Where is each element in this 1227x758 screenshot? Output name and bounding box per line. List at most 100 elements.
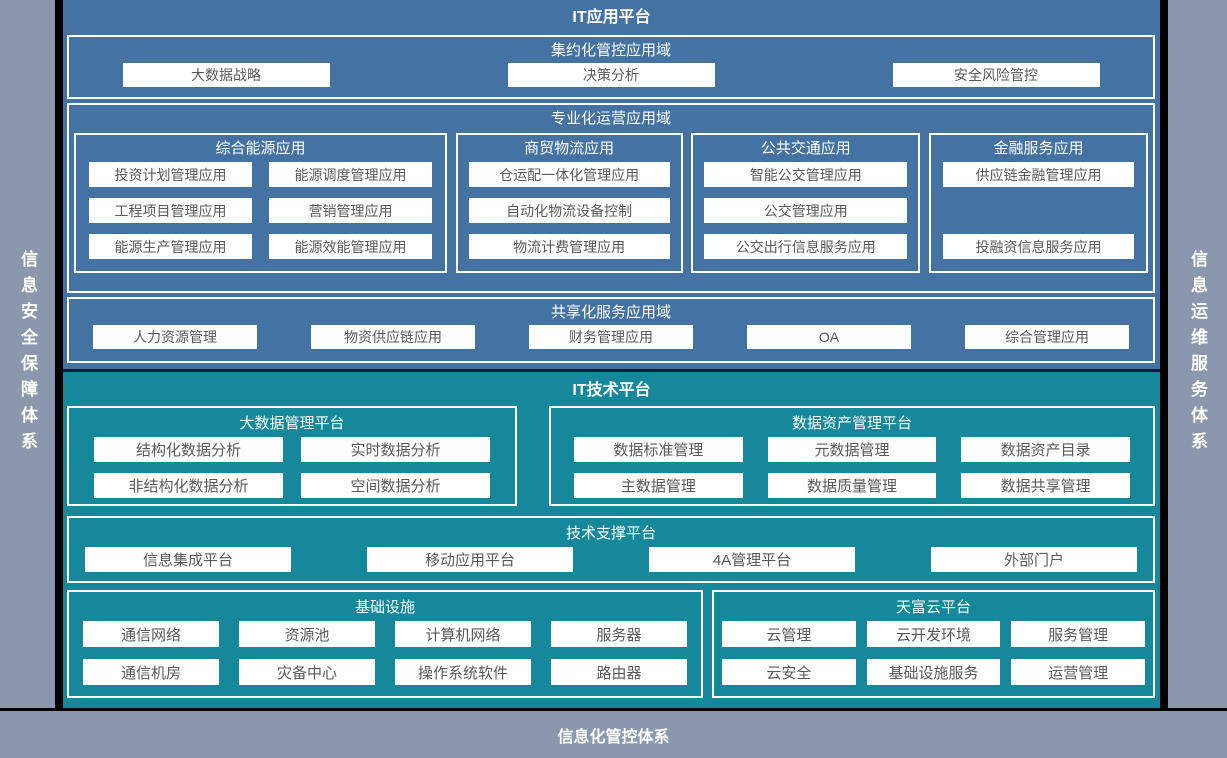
finance-group-items: 供应链金融管理应用 投融资信息服务应用 bbox=[942, 162, 1134, 259]
ops-service-pillar: 信息运维服务体系 bbox=[1168, 0, 1227, 708]
app-item-marketing-mgmt: 营销管理应用 bbox=[269, 198, 432, 223]
app-item-automated-logistics: 自动化物流设备控制 bbox=[468, 198, 670, 223]
tech-item-router: 路由器 bbox=[551, 659, 687, 685]
energy-group-items: 投资计划管理应用 能源调度管理应用 工程项目管理应用 营销管理应用 能源生产管理… bbox=[89, 162, 432, 259]
app-item-decision-analysis: 决策分析 bbox=[507, 63, 715, 87]
app-item-smart-bus: 智能公交管理应用 bbox=[704, 162, 908, 187]
tech-item-computer-network: 计算机网络 bbox=[395, 621, 531, 647]
tech-support-platform: 技术支撑平台 信息集成平台 移动应用平台 4A管理平台 外部门户 bbox=[67, 516, 1155, 583]
ops-service-label: 信息运维服务体系 bbox=[1188, 250, 1207, 458]
tech-item-operation-mgmt: 运营管理 bbox=[1011, 659, 1145, 685]
transit-group-title: 公共交通应用 bbox=[760, 140, 851, 157]
app-item-hr-mgmt: 人力资源管理 bbox=[93, 325, 257, 349]
tech-item-structured-analysis: 结构化数据分析 bbox=[94, 437, 283, 462]
app-item-oa: OA bbox=[747, 325, 911, 349]
app-item-bus-travel-info: 公交出行信息服务应用 bbox=[704, 234, 908, 259]
info-governance-label: 信息化管控体系 bbox=[557, 728, 670, 746]
info-governance-bar: 信息化管控体系 bbox=[0, 708, 1227, 758]
bigdata-items: 结构化数据分析 实时数据分析 非结构化数据分析 空间数据分析 bbox=[94, 437, 490, 498]
security-assurance-label: 信息安全保障体系 bbox=[18, 250, 37, 458]
left-black-divider bbox=[55, 0, 63, 708]
financial-service-group: 金融服务应用 供应链金融管理应用 投融资信息服务应用 bbox=[928, 133, 1148, 273]
energy-group-title: 综合能源应用 bbox=[215, 140, 306, 157]
tech-item-disaster-recovery: 灾备中心 bbox=[239, 659, 375, 685]
tech-item-service-mgmt: 服务管理 bbox=[1011, 621, 1145, 647]
app-item-material-supply-chain: 物资供应链应用 bbox=[311, 325, 475, 349]
tech-row-data: 大数据管理平台 结构化数据分析 实时数据分析 非结构化数据分析 空间数据分析 数… bbox=[67, 406, 1155, 506]
app-item-logistics-billing: 物流计费管理应用 bbox=[468, 234, 670, 259]
data-asset-platform: 数据资产管理平台 数据标准管理 元数据管理 数据资产目录 主数据管理 数据质量管… bbox=[549, 406, 1155, 506]
app-item-supply-chain-finance: 供应链金融管理应用 bbox=[942, 162, 1134, 187]
tech-item-cloud-security: 云安全 bbox=[722, 659, 856, 685]
professional-operation-domain-title: 专业化运营应用域 bbox=[550, 110, 671, 127]
main-panel: IT应用平台 集约化管控应用域 大数据战略 决策分析 安全风险管控 专业化运营应… bbox=[63, 0, 1160, 708]
cloud-platform-items: 云管理 云开发环境 服务管理 云安全 基础设施服务 运营管理 bbox=[722, 621, 1145, 685]
app-item-engineering-project: 工程项目管理应用 bbox=[89, 198, 252, 223]
platform-divider bbox=[63, 369, 1160, 372]
tech-item-comm-room: 通信机房 bbox=[83, 659, 219, 685]
tech-item-master-data: 主数据管理 bbox=[574, 473, 743, 498]
app-item-investment-financing-info: 投融资信息服务应用 bbox=[942, 234, 1134, 259]
tech-item-unstructured-analysis: 非结构化数据分析 bbox=[94, 473, 283, 498]
app-item-energy-production: 能源生产管理应用 bbox=[89, 234, 252, 259]
tech-item-os-software: 操作系统软件 bbox=[395, 659, 531, 685]
tech-support-items: 信息集成平台 移动应用平台 4A管理平台 外部门户 bbox=[69, 547, 1153, 572]
public-transit-group: 公共交通应用 智能公交管理应用 公交管理应用 公交出行信息服务应用 bbox=[691, 133, 921, 273]
logistics-application-group: 商贸物流应用 仓运配一体化管理应用 自动化物流设备控制 物流计费管理应用 bbox=[455, 133, 683, 273]
tech-item-external-portal: 外部门户 bbox=[931, 547, 1137, 572]
infrastructure-items: 通信网络 资源池 计算机网络 服务器 通信机房 灾备中心 操作系统软件 路由器 bbox=[83, 621, 687, 685]
tech-item-spatial-analysis: 空间数据分析 bbox=[301, 473, 490, 498]
shared-service-domain-title: 共享化服务应用域 bbox=[550, 304, 671, 321]
tech-item-data-quality: 数据质量管理 bbox=[767, 473, 937, 498]
infrastructure-panel: 基础设施 通信网络 资源池 计算机网络 服务器 通信机房 灾备中心 操作系统软件… bbox=[67, 590, 703, 698]
app-item-finance-mgmt: 财务管理应用 bbox=[529, 325, 693, 349]
tech-item-metadata-mgmt: 元数据管理 bbox=[767, 437, 937, 462]
logistics-group-title: 商贸物流应用 bbox=[524, 140, 615, 157]
tech-platform-title: IT技术平台 bbox=[572, 382, 651, 399]
data-asset-items: 数据标准管理 元数据管理 数据资产目录 主数据管理 数据质量管理 数据共享管理 bbox=[574, 437, 1130, 498]
app-item-warehouse-transport: 仓运配一体化管理应用 bbox=[468, 162, 670, 187]
tech-item-server: 服务器 bbox=[551, 621, 687, 647]
tech-item-resource-pool: 资源池 bbox=[239, 621, 375, 647]
tech-item-data-sharing: 数据共享管理 bbox=[961, 473, 1130, 498]
shared-service-items: 人力资源管理 物资供应链应用 财务管理应用 OA 综合管理应用 bbox=[69, 325, 1153, 349]
tech-item-cloud-mgmt: 云管理 bbox=[722, 621, 856, 647]
tech-item-infra-service: 基础设施服务 bbox=[866, 659, 1001, 685]
transit-group-items: 智能公交管理应用 公交管理应用 公交出行信息服务应用 bbox=[704, 162, 908, 259]
app-platform-section: IT应用平台 集约化管控应用域 大数据战略 决策分析 安全风险管控 专业化运营应… bbox=[63, 0, 1160, 369]
centralized-control-domain-title: 集约化管控应用域 bbox=[550, 42, 671, 59]
tech-row-infrastructure: 基础设施 通信网络 资源池 计算机网络 服务器 通信机房 灾备中心 操作系统软件… bbox=[67, 590, 1155, 698]
logistics-group-items: 仓运配一体化管理应用 自动化物流设备控制 物流计费管理应用 bbox=[468, 162, 670, 259]
centralized-control-items: 大数据战略 决策分析 安全风险管控 bbox=[69, 63, 1153, 87]
app-item-security-risk-control: 安全风险管控 bbox=[892, 63, 1100, 87]
tech-item-mobile-platform: 移动应用平台 bbox=[367, 547, 573, 572]
app-item-general-mgmt: 综合管理应用 bbox=[965, 325, 1129, 349]
app-item-energy-efficiency: 能源效能管理应用 bbox=[269, 234, 432, 259]
bigdata-platform-title: 大数据管理平台 bbox=[239, 415, 345, 432]
tech-item-integration-platform: 信息集成平台 bbox=[85, 547, 291, 572]
tech-item-data-asset-catalog: 数据资产目录 bbox=[961, 437, 1130, 462]
professional-operation-domain: 专业化运营应用域 综合能源应用 投资计划管理应用 能源调度管理应用 工程项目管理… bbox=[67, 103, 1155, 293]
centralized-control-domain: 集约化管控应用域 大数据战略 决策分析 安全风险管控 bbox=[67, 35, 1155, 99]
app-platform-title: IT应用平台 bbox=[572, 9, 651, 26]
professional-groups: 综合能源应用 投资计划管理应用 能源调度管理应用 工程项目管理应用 营销管理应用… bbox=[74, 133, 1148, 273]
tech-item-4a-platform: 4A管理平台 bbox=[649, 547, 855, 572]
tech-support-platform-title: 技术支撑平台 bbox=[565, 525, 656, 542]
infrastructure-title: 基础设施 bbox=[354, 599, 415, 616]
cloud-platform-panel: 天富云平台 云管理 云开发环境 服务管理 云安全 基础设施服务 运营管理 bbox=[712, 590, 1155, 698]
security-assurance-pillar: 信息安全保障体系 bbox=[0, 0, 55, 708]
tech-platform-section: IT技术平台 大数据管理平台 结构化数据分析 实时数据分析 非结构化数据分析 空… bbox=[63, 372, 1160, 708]
app-item-investment-plan: 投资计划管理应用 bbox=[89, 162, 252, 187]
app-item-energy-dispatch: 能源调度管理应用 bbox=[269, 162, 432, 187]
data-asset-platform-title: 数据资产管理平台 bbox=[791, 415, 912, 432]
tech-item-data-standard: 数据标准管理 bbox=[574, 437, 743, 462]
tech-item-realtime-analysis: 实时数据分析 bbox=[301, 437, 490, 462]
tech-item-cloud-dev-env: 云开发环境 bbox=[866, 621, 1001, 647]
right-black-divider bbox=[1160, 0, 1168, 708]
tech-item-comm-network: 通信网络 bbox=[83, 621, 219, 647]
bigdata-platform: 大数据管理平台 结构化数据分析 实时数据分析 非结构化数据分析 空间数据分析 bbox=[67, 406, 517, 506]
shared-service-domain: 共享化服务应用域 人力资源管理 物资供应链应用 财务管理应用 OA 综合管理应用 bbox=[67, 297, 1155, 363]
finance-group-title: 金融服务应用 bbox=[993, 140, 1084, 157]
app-item-bus-mgmt: 公交管理应用 bbox=[704, 198, 908, 223]
